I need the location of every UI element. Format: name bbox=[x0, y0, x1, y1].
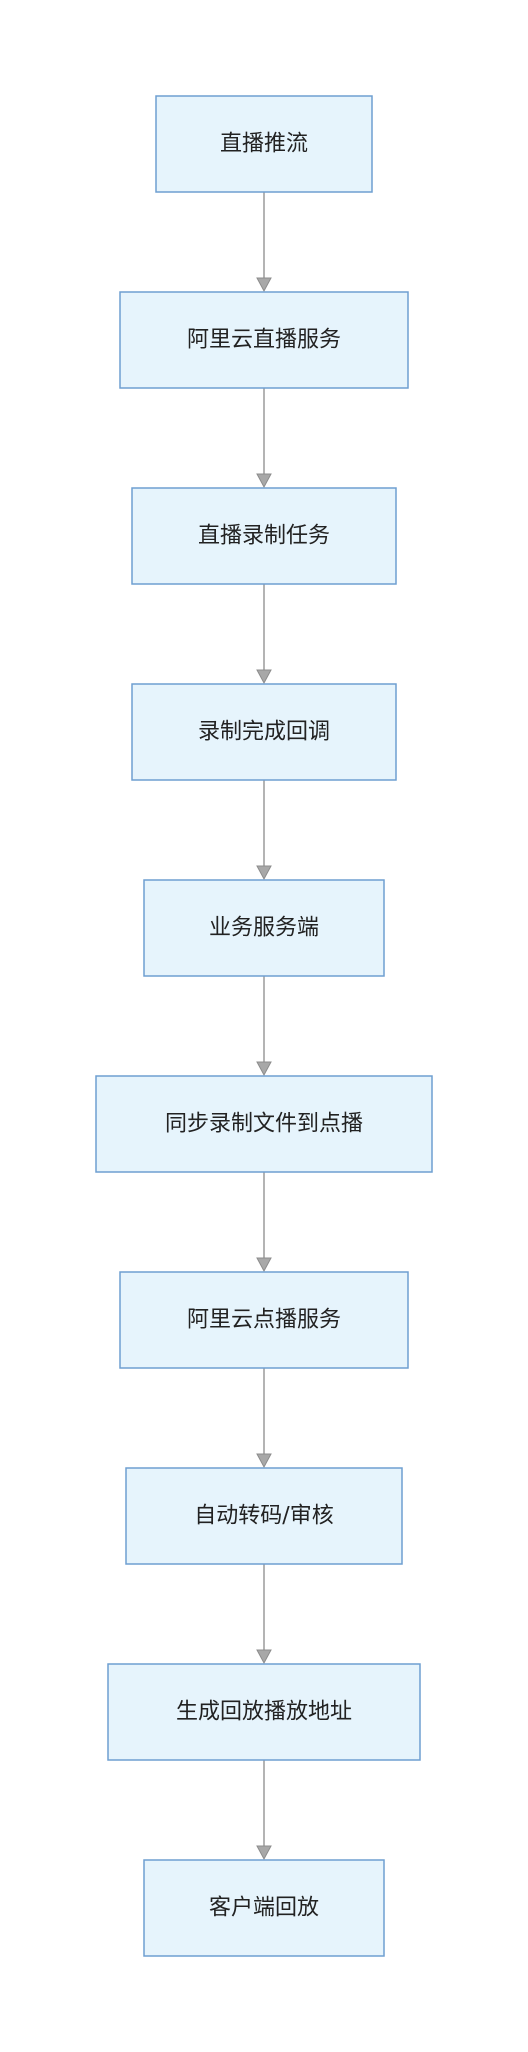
flow-edge-n9-n10 bbox=[256, 1760, 272, 1861]
arrowhead-icon bbox=[256, 669, 272, 685]
flow-edge-n6-n7 bbox=[256, 1172, 272, 1273]
flow-edge-n7-n8 bbox=[256, 1368, 272, 1469]
flow-node-n3: 直播录制任务 bbox=[131, 487, 397, 585]
flow-node-n5: 业务服务端 bbox=[143, 879, 385, 977]
flow-node-n1: 直播推流 bbox=[155, 95, 373, 193]
node-label: 客户端回放 bbox=[209, 1896, 319, 1921]
arrowhead-icon bbox=[256, 277, 272, 293]
arrowhead-icon bbox=[256, 1453, 272, 1469]
node-label: 直播录制任务 bbox=[198, 524, 330, 549]
arrowhead-icon bbox=[256, 865, 272, 881]
node-label: 自动转码/审核 bbox=[194, 1504, 333, 1529]
node-label: 同步录制文件到点播 bbox=[165, 1112, 363, 1137]
node-box bbox=[155, 95, 373, 193]
node-box bbox=[95, 1075, 433, 1173]
nodes-layer: 直播推流阿里云直播服务直播录制任务录制完成回调业务服务端同步录制文件到点播阿里云… bbox=[95, 95, 433, 1957]
flow-edge-n3-n4 bbox=[256, 584, 272, 685]
flow-node-n6: 同步录制文件到点播 bbox=[95, 1075, 433, 1173]
flow-node-n9: 生成回放播放地址 bbox=[107, 1663, 421, 1761]
node-box bbox=[143, 879, 385, 977]
flow-node-n7: 阿里云点播服务 bbox=[119, 1271, 409, 1369]
node-box bbox=[131, 487, 397, 585]
flow-node-n10: 客户端回放 bbox=[143, 1859, 385, 1957]
arrowhead-icon bbox=[256, 1257, 272, 1273]
flow-edge-n1-n2 bbox=[256, 192, 272, 293]
node-label: 阿里云点播服务 bbox=[187, 1308, 341, 1333]
node-label: 业务服务端 bbox=[209, 916, 319, 941]
node-label: 直播推流 bbox=[220, 132, 308, 157]
node-box bbox=[143, 1859, 385, 1957]
node-label: 录制完成回调 bbox=[198, 720, 330, 745]
node-label: 生成回放播放地址 bbox=[176, 1700, 352, 1725]
flow-edge-n8-n9 bbox=[256, 1564, 272, 1665]
flow-node-n4: 录制完成回调 bbox=[131, 683, 397, 781]
arrowhead-icon bbox=[256, 1845, 272, 1861]
node-label: 阿里云直播服务 bbox=[187, 328, 341, 353]
flow-edge-n2-n3 bbox=[256, 388, 272, 489]
arrowhead-icon bbox=[256, 1649, 272, 1665]
edges-layer bbox=[256, 192, 272, 1861]
flow-edge-n4-n5 bbox=[256, 780, 272, 881]
node-box bbox=[119, 1271, 409, 1369]
flow-edge-n5-n6 bbox=[256, 976, 272, 1077]
node-box bbox=[125, 1467, 403, 1565]
node-box bbox=[131, 683, 397, 781]
node-box bbox=[107, 1663, 421, 1761]
flow-node-n2: 阿里云直播服务 bbox=[119, 291, 409, 389]
node-box bbox=[119, 291, 409, 389]
arrowhead-icon bbox=[256, 473, 272, 489]
flow-node-n8: 自动转码/审核 bbox=[125, 1467, 403, 1565]
arrowhead-icon bbox=[256, 1061, 272, 1077]
